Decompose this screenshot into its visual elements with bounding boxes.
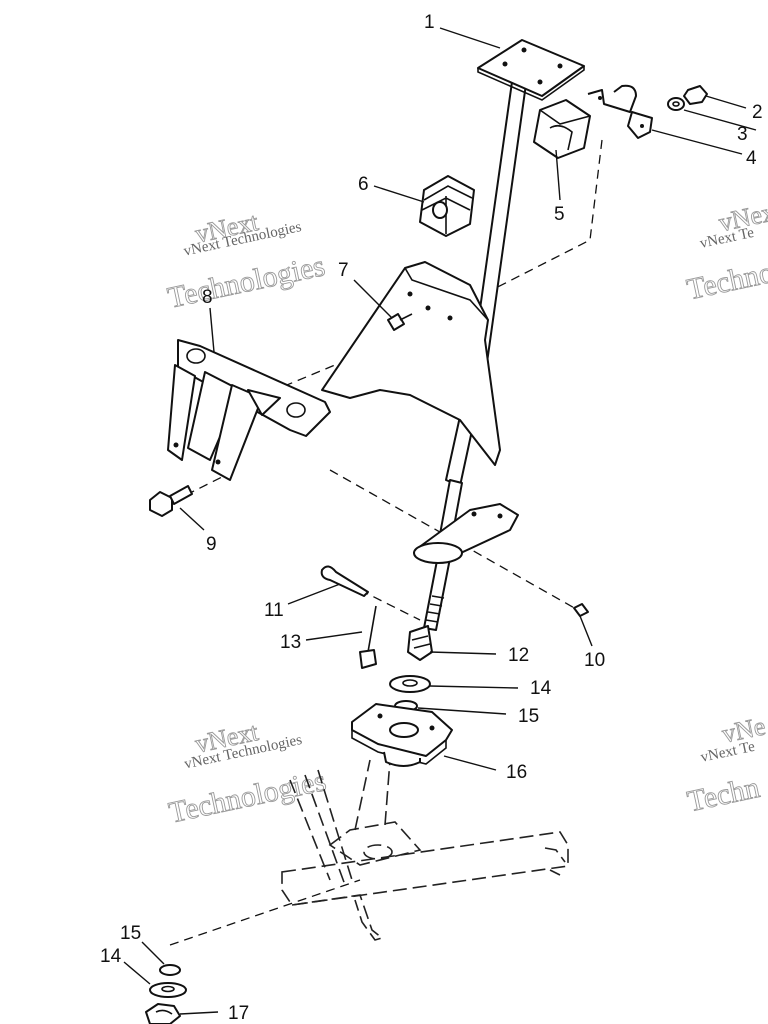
watermark-top-right: vNext vNext Te Techno: [684, 195, 768, 307]
u-clamp: [587, 84, 653, 139]
cotter-pin: [320, 565, 369, 597]
callout-5: 5: [554, 204, 565, 225]
callout-12: 12: [508, 645, 529, 666]
callout-14: 14: [530, 678, 552, 699]
callout-3: 3: [737, 124, 748, 145]
callout-15-bottom: 15: [120, 923, 141, 944]
watermark-text: Techno: [684, 256, 768, 307]
watermark-top-left: vNext vNext Technologies Technologies: [164, 206, 328, 315]
centerline-bolt: [185, 471, 233, 496]
hex-bolt: [149, 485, 193, 517]
centerline-panel: [269, 364, 336, 393]
centerline-clamp: [479, 139, 603, 297]
watermark-mid-right: vNe vNext Te Techn: [684, 711, 768, 819]
steering-end: [407, 625, 433, 661]
callout-1: 1: [424, 12, 435, 33]
frame-crossmember: [281, 759, 569, 941]
top-plate: [477, 39, 585, 97]
callout-11: 11: [264, 600, 284, 621]
bottom-nut: [145, 1003, 181, 1024]
callout-7: 7: [338, 260, 349, 281]
callout-15: 15: [518, 706, 539, 727]
watermark-text: Techn: [684, 771, 762, 818]
screw-right: [573, 603, 589, 617]
bottom-washer: [149, 982, 187, 998]
callout-14-bottom: 14: [100, 946, 122, 967]
centerline-pin: [359, 589, 421, 621]
callout-8: 8: [202, 287, 213, 308]
watermark-text: Technologies: [165, 249, 328, 314]
callout-6: 6: [358, 174, 369, 195]
clamp-block: [533, 99, 591, 159]
mounting-bracket: [167, 339, 331, 481]
watermark-text: Technologies: [166, 764, 329, 829]
lock-washer: [667, 97, 685, 111]
callout-10: 10: [584, 650, 605, 671]
bottom-o-ring: [159, 964, 181, 976]
nut: [683, 85, 708, 105]
rubber-bumper: [419, 175, 475, 237]
gusset-plate: [321, 261, 501, 466]
steering-support-bracket: [413, 503, 519, 564]
callout-17: 17: [228, 1003, 249, 1024]
callout-13: 13: [280, 632, 301, 653]
callout-labels: 1 2 3 4 5 6 7 8 9 10 11 13 12 14 15 16 1…: [100, 12, 763, 1024]
centerline-bottom: [169, 879, 361, 946]
clevis-pin: [359, 605, 377, 669]
callout-9: 9: [206, 534, 217, 555]
callout-16: 16: [506, 762, 527, 783]
callout-2: 2: [752, 102, 763, 123]
callout-4: 4: [746, 148, 757, 169]
pillow-block: [351, 703, 453, 767]
flat-washer: [389, 675, 431, 693]
leader-lines: [123, 27, 757, 1015]
